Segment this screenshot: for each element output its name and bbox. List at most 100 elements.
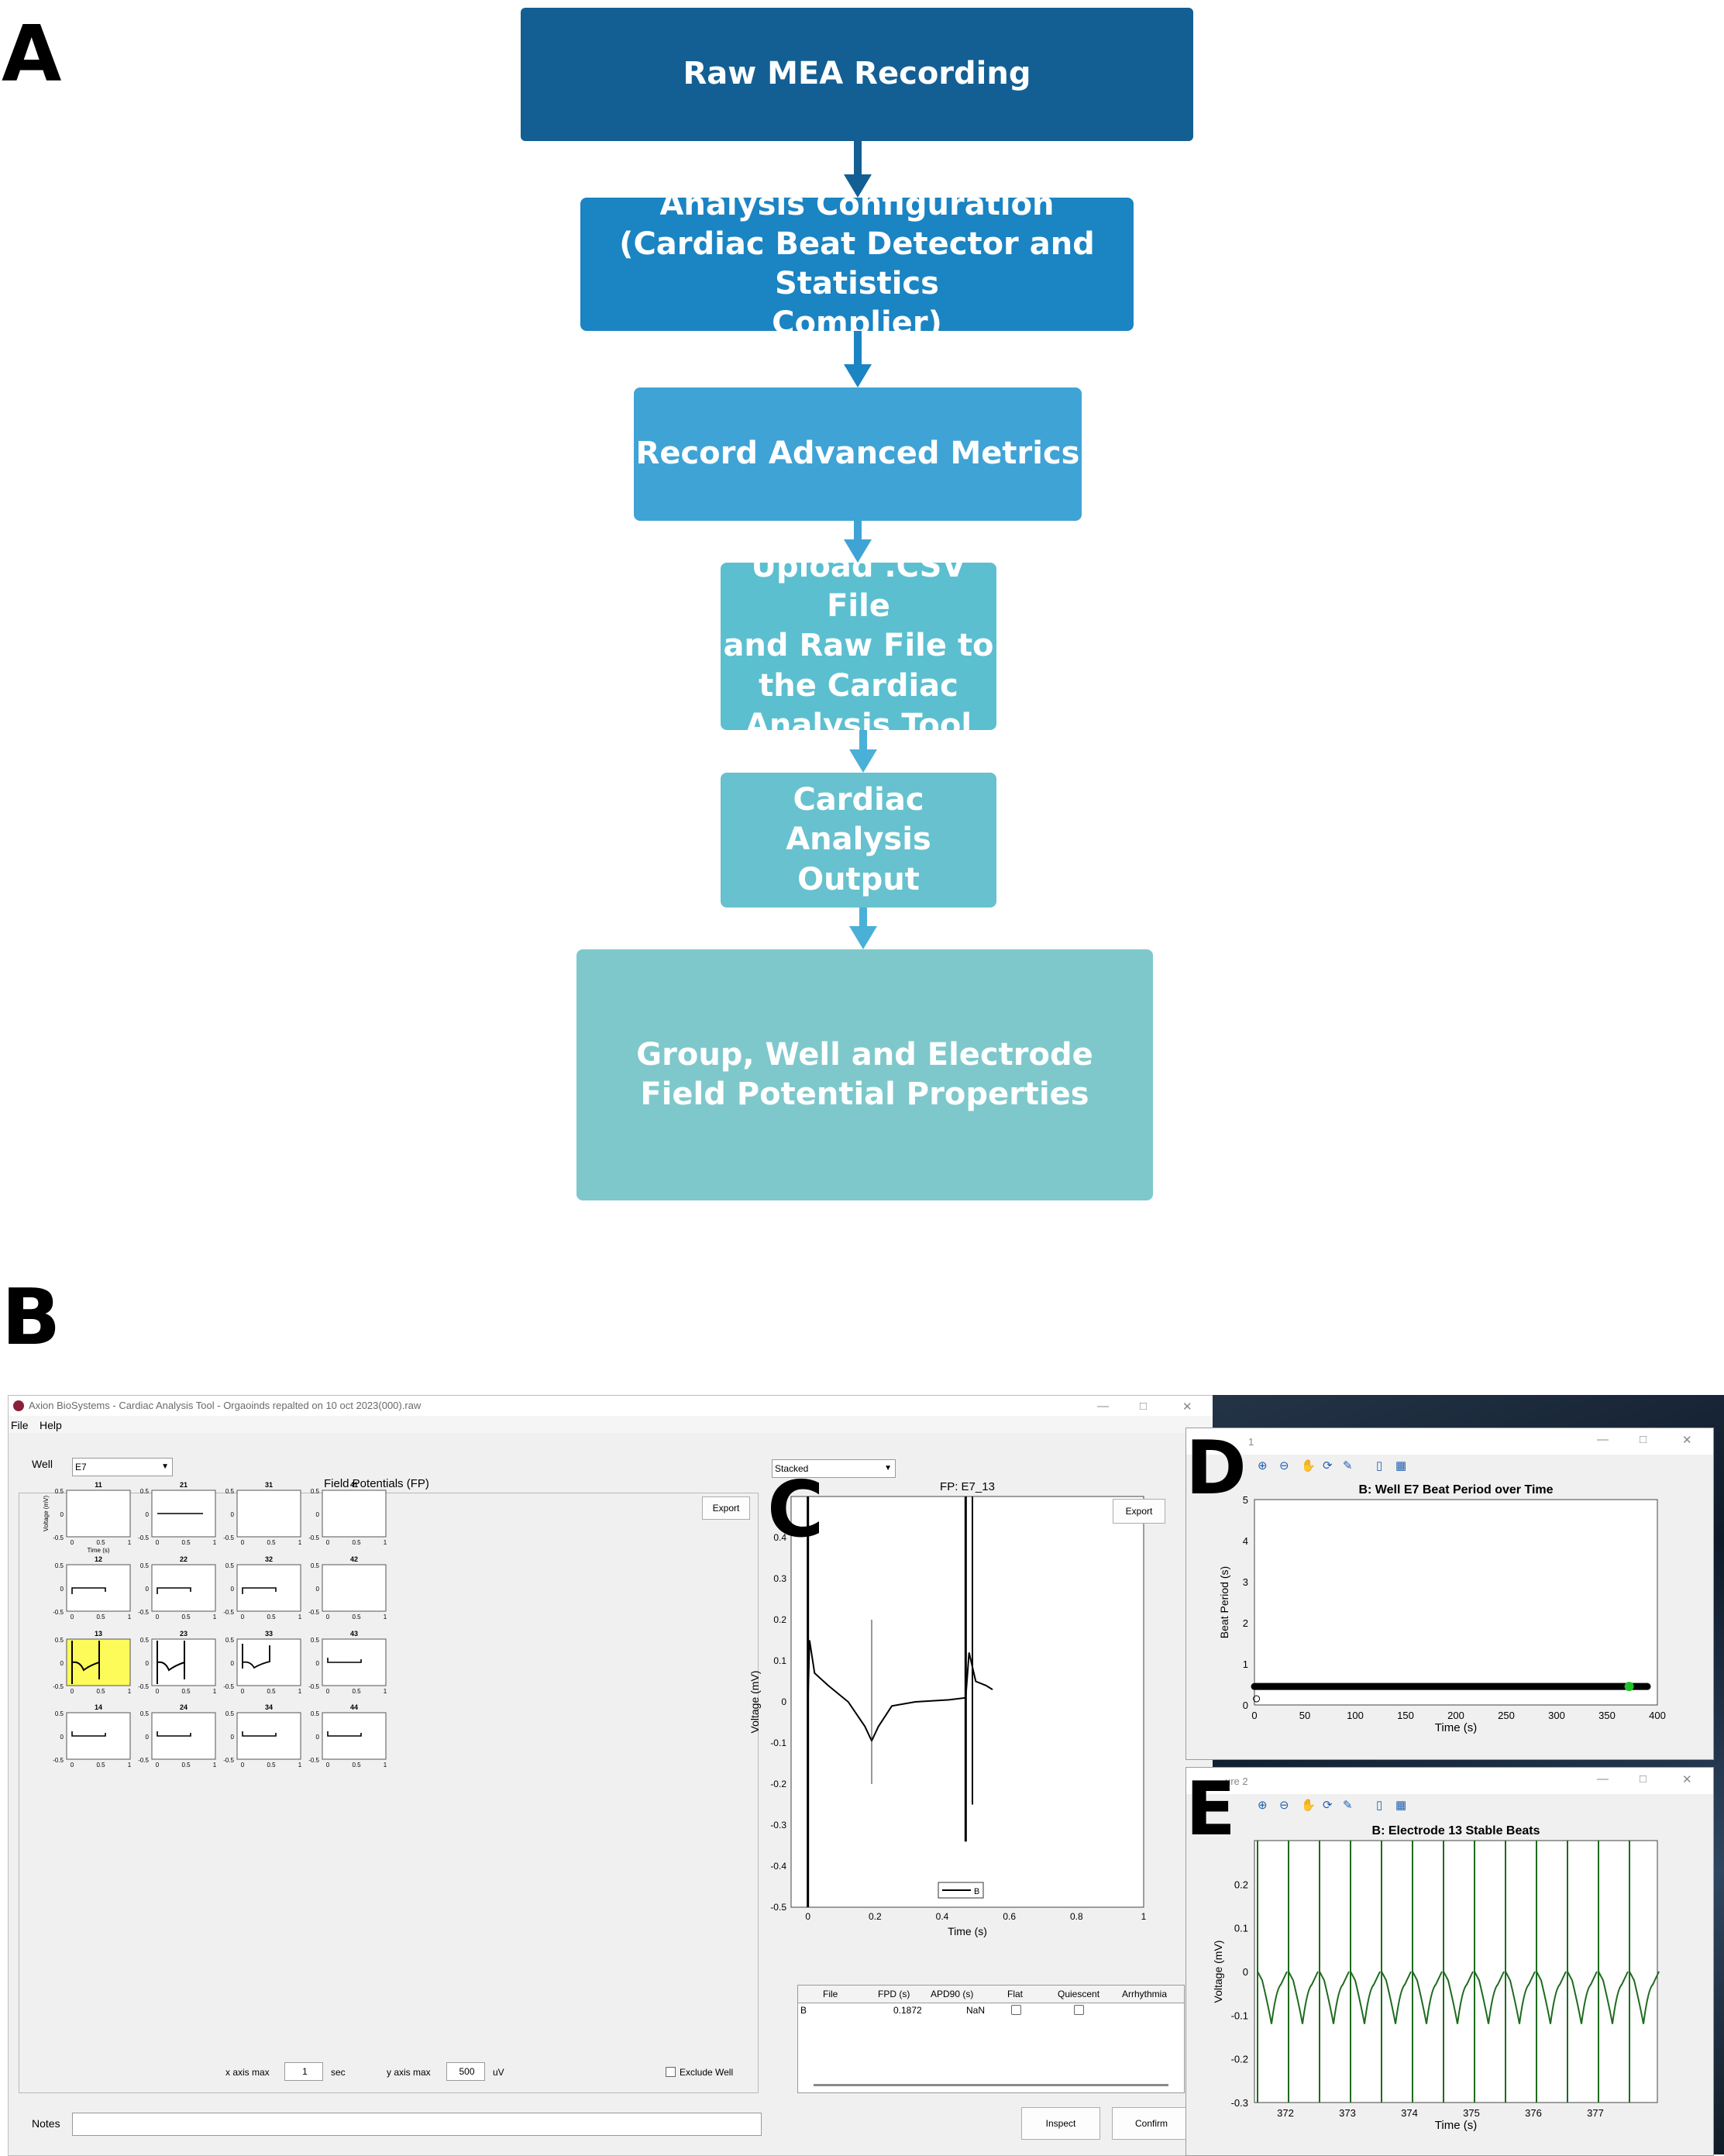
table-row[interactable]: B 0.1872 NaN bbox=[798, 2003, 1184, 2018]
confirm-button[interactable]: Confirm bbox=[1112, 2107, 1191, 2140]
data-cursor-icon[interactable]: ✎ bbox=[1343, 1459, 1353, 1472]
legend-icon[interactable]: ▦ bbox=[1395, 1459, 1407, 1472]
quiescent-checkbox[interactable] bbox=[1074, 2005, 1084, 2015]
maximize-button[interactable]: □ bbox=[1640, 1433, 1647, 1446]
export-chart-button[interactable]: Export bbox=[1113, 1499, 1165, 1524]
arrow-head bbox=[849, 749, 877, 773]
minimize-button[interactable]: — bbox=[1597, 1772, 1609, 1786]
zoom-out-icon[interactable]: ⊖ bbox=[1279, 1799, 1289, 1812]
y-tick-label: 0.2 bbox=[1234, 1879, 1248, 1890]
y-axis-label: Voltage (mV) bbox=[748, 1671, 761, 1734]
electrode-label: 12 bbox=[95, 1555, 102, 1563]
y-tick-label: 0 bbox=[1243, 1966, 1248, 1978]
y-axis-max-input[interactable]: 500 bbox=[446, 2062, 485, 2081]
x-tick-label: 0.5 bbox=[352, 1539, 361, 1546]
exclude-well-checkbox[interactable] bbox=[666, 2067, 676, 2077]
electrode-label: 31 bbox=[265, 1481, 273, 1489]
well-dropdown[interactable]: E7 ▼ bbox=[72, 1458, 173, 1476]
zoom-in-icon[interactable]: ⊕ bbox=[1258, 1799, 1268, 1812]
x-tick-label: 1 bbox=[384, 1762, 387, 1769]
table-scrollbar[interactable] bbox=[814, 2084, 1168, 2086]
arrow-shaft bbox=[854, 331, 862, 366]
flow-step-raw-recording: Raw MEA Recording bbox=[521, 8, 1193, 141]
flow-step-field-potential-properties: Group, Well and Electrode Field Potentia… bbox=[576, 949, 1153, 1200]
colorbar-icon[interactable]: ▯ bbox=[1376, 1799, 1383, 1812]
notes-input[interactable] bbox=[72, 2113, 762, 2136]
close-button[interactable]: ✕ bbox=[1682, 1434, 1692, 1447]
maximize-button[interactable]: □ bbox=[1640, 1772, 1647, 1786]
x-tick-label: 0 bbox=[326, 1539, 330, 1546]
y-tick-label: 0 bbox=[146, 1511, 150, 1518]
pan-icon[interactable]: ✋ bbox=[1301, 1459, 1316, 1472]
x-axis-unit: sec bbox=[331, 2067, 346, 2078]
zoom-out-icon[interactable]: ⊖ bbox=[1279, 1459, 1289, 1472]
x-tick-label: 1 bbox=[213, 1762, 217, 1769]
well-label: Well bbox=[32, 1458, 53, 1470]
arrow-head bbox=[844, 174, 872, 198]
y-tick-label: -0.5 bbox=[138, 1609, 149, 1616]
legend-icon[interactable]: ▦ bbox=[1395, 1799, 1407, 1812]
flat-checkbox[interactable] bbox=[1011, 2005, 1021, 2015]
figure-window-title: ure 2 bbox=[1225, 1775, 1248, 1787]
y-tick-label: -0.5 bbox=[53, 1534, 64, 1541]
inspect-button[interactable]: Inspect bbox=[1021, 2107, 1100, 2140]
rotate-icon[interactable]: ⟳ bbox=[1323, 1799, 1333, 1812]
y-axis-max-label: y axis max bbox=[387, 2067, 431, 2078]
rotate-icon[interactable]: ⟳ bbox=[1323, 1459, 1333, 1472]
zoom-in-icon[interactable]: ⊕ bbox=[1258, 1459, 1268, 1472]
x-tick-label: 1 bbox=[384, 1614, 387, 1620]
menu-file[interactable]: File bbox=[11, 1419, 29, 1431]
x-tick-label: 50 bbox=[1299, 1710, 1310, 1721]
minimize-button[interactable]: — bbox=[1097, 1400, 1109, 1413]
x-tick-label: 0 bbox=[805, 1911, 810, 1922]
export-fp-button[interactable]: Export bbox=[702, 1496, 750, 1520]
y-axis-label: Beat Period (s) bbox=[1218, 1566, 1230, 1638]
close-button[interactable]: ✕ bbox=[1682, 1773, 1692, 1786]
x-tick-label: 0 bbox=[241, 1762, 245, 1769]
y-tick-label: 0 bbox=[231, 1511, 235, 1518]
x-tick-label: 1 bbox=[128, 1614, 132, 1620]
fp-trace bbox=[157, 1731, 191, 1737]
window-title: Axion BioSystems - Cardiac Analysis Tool… bbox=[29, 1400, 422, 1411]
x-tick-label: 0 bbox=[71, 1762, 74, 1769]
maximize-button[interactable]: □ bbox=[1140, 1400, 1148, 1413]
colorbar-icon[interactable]: ▯ bbox=[1376, 1459, 1383, 1472]
y-tick-label: 0.5 bbox=[311, 1488, 320, 1495]
close-button[interactable]: ✕ bbox=[1182, 1400, 1192, 1414]
y-tick-label: -0.5 bbox=[138, 1683, 149, 1690]
minimize-button[interactable]: — bbox=[1597, 1433, 1609, 1446]
y-tick-label: 0.2 bbox=[773, 1614, 786, 1625]
y-tick-label: -0.1 bbox=[770, 1738, 786, 1748]
x-tick-label: 0 bbox=[156, 1614, 160, 1620]
view-mode-dropdown[interactable]: Stacked ▼ bbox=[772, 1459, 896, 1478]
confirm-label: Confirm bbox=[1134, 2118, 1168, 2129]
pan-icon[interactable]: ✋ bbox=[1301, 1799, 1316, 1812]
x-axis-max-input[interactable]: 1 bbox=[284, 2062, 323, 2081]
panel-label-c: C bbox=[767, 1464, 824, 1555]
flow-step-text: Raw MEA Recording bbox=[683, 56, 1031, 92]
fp-trace bbox=[242, 1587, 277, 1594]
panel-label-b: B bbox=[2, 1272, 61, 1362]
data-cursor-icon[interactable]: ✎ bbox=[1343, 1799, 1353, 1812]
menu-help[interactable]: Help bbox=[40, 1419, 62, 1431]
